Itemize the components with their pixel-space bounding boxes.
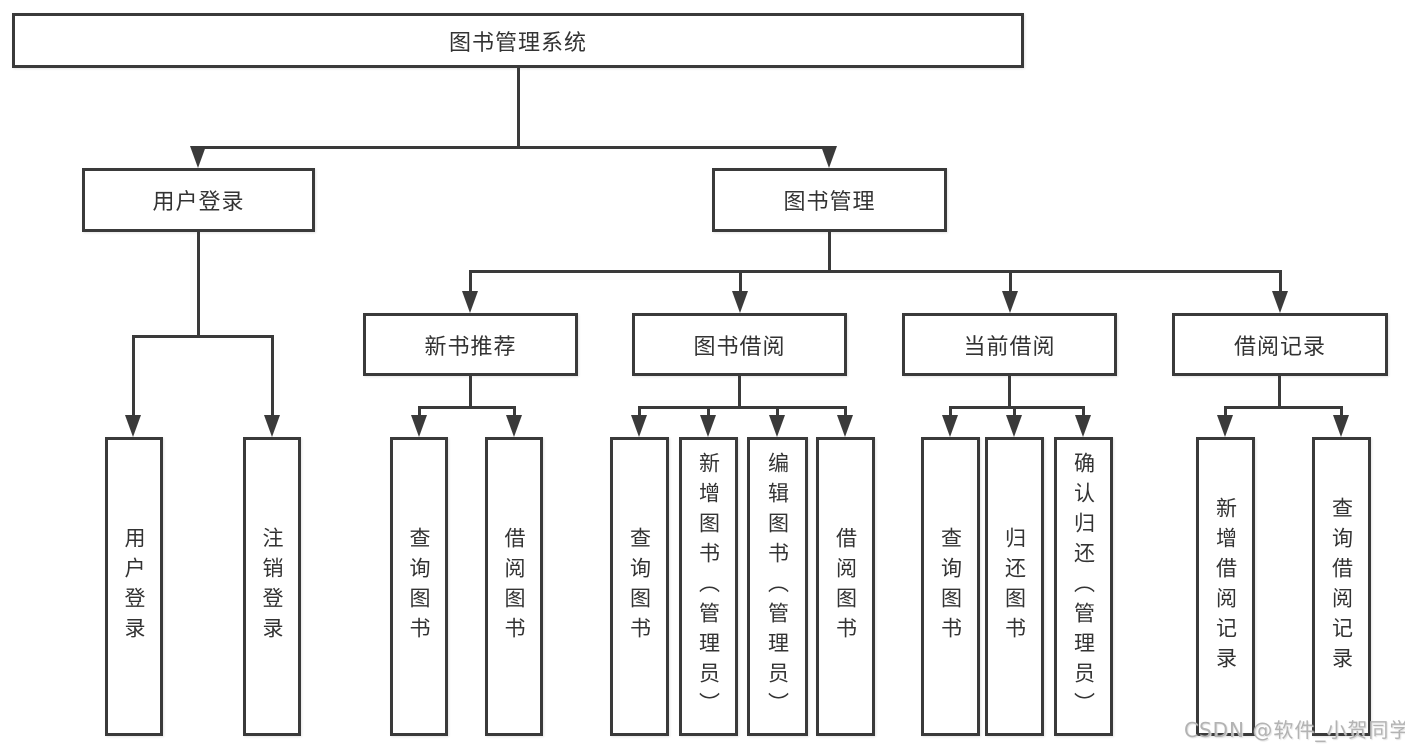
arrow-down-icon-book-borrowing xyxy=(732,291,748,313)
connector-new-book-shaft-2 xyxy=(513,406,516,417)
arrow-down-icon-book-management xyxy=(821,146,837,168)
node-user-login-label: 用户登录 xyxy=(152,190,245,215)
leaf-return-books: 归还图书 xyxy=(985,437,1044,736)
connector-borrowing-stem xyxy=(738,376,741,409)
arrow-down-icon-bb-borrow xyxy=(837,415,853,437)
leaf-query-books-recommend: 查询图书 xyxy=(390,437,448,736)
leaf-add-book-admin-label: 新增图书（管理员） xyxy=(696,451,721,722)
leaf-logout-label: 注销登录 xyxy=(260,526,284,647)
csdn-watermark: CSDN @软件_小贺同学 xyxy=(1184,718,1405,742)
node-current-borrowing: 当前借阅 xyxy=(902,313,1117,376)
connector-book-mgmt-shaft-4 xyxy=(1279,270,1282,293)
arrow-down-icon-bb-edit xyxy=(769,415,785,437)
leaf-borrow-books-borrowing: 借阅图书 xyxy=(816,437,875,736)
connector-current-bar xyxy=(949,406,1085,409)
leaf-query-borrow-record-label: 查询借阅记录 xyxy=(1329,496,1354,677)
connector-user-login-shaft-1 xyxy=(132,335,135,417)
connector-borrowing-shaft-3 xyxy=(776,406,779,417)
leaf-confirm-return-admin-label: 确认归还（管理员） xyxy=(1071,451,1096,722)
leaf-query-books-borrowing-label: 查询图书 xyxy=(627,526,652,647)
arrow-down-icon-rec-add xyxy=(1217,415,1233,437)
connector-root-bar xyxy=(197,146,831,149)
arrow-down-icon-bb-add xyxy=(700,415,716,437)
connector-book-mgmt-bar xyxy=(469,270,1282,273)
leaf-borrow-books-recommend: 借阅图书 xyxy=(485,437,543,736)
connector-records-shaft-2 xyxy=(1340,406,1343,417)
connector-new-book-bar xyxy=(418,406,516,409)
leaf-user-login: 用户登录 xyxy=(105,437,163,736)
leaf-query-books-recommend-label: 查询图书 xyxy=(407,526,431,647)
leaf-query-books-borrowing: 查询图书 xyxy=(610,437,669,736)
connector-current-shaft-3 xyxy=(1082,406,1085,417)
connector-borrowing-shaft-4 xyxy=(844,406,847,417)
arrow-down-icon-current-borrowing xyxy=(1002,291,1018,313)
connector-current-shaft-1 xyxy=(949,406,952,417)
connector-records-stem xyxy=(1278,376,1281,409)
connector-borrowing-shaft-1 xyxy=(638,406,641,417)
connector-book-mgmt-shaft-1 xyxy=(469,270,472,293)
leaf-add-borrow-record: 新增借阅记录 xyxy=(1196,437,1255,736)
connector-root-stem xyxy=(517,68,520,149)
node-book-borrowing: 图书借阅 xyxy=(632,313,847,376)
arrow-down-icon-cb-return xyxy=(1006,415,1022,437)
arrow-down-icon-bb-query xyxy=(631,415,647,437)
arrow-down-icon-new-book xyxy=(462,291,478,313)
node-borrowing-records: 借阅记录 xyxy=(1172,313,1388,376)
connector-new-book-stem xyxy=(469,376,472,409)
leaf-query-books-current: 查询图书 xyxy=(921,437,980,736)
node-root-label: 图书管理系统 xyxy=(448,30,587,56)
connector-current-shaft-2 xyxy=(1013,406,1016,417)
connector-records-shaft-1 xyxy=(1224,406,1227,417)
connector-new-book-shaft-1 xyxy=(418,406,421,417)
connector-borrowing-shaft-2 xyxy=(707,406,710,417)
leaf-borrow-books-borrowing-label: 借阅图书 xyxy=(833,526,858,647)
connector-user-login-shaft-2 xyxy=(271,335,274,417)
leaf-add-borrow-record-label: 新增借阅记录 xyxy=(1213,496,1238,677)
node-user-login: 用户登录 xyxy=(82,168,315,232)
leaf-user-login-label: 用户登录 xyxy=(122,526,146,647)
node-new-book-recommend: 新书推荐 xyxy=(363,313,578,376)
leaf-query-borrow-record: 查询借阅记录 xyxy=(1312,437,1371,736)
connector-book-mgmt-stem xyxy=(828,232,831,273)
node-book-management: 图书管理 xyxy=(712,168,947,232)
connector-user-login-stem xyxy=(197,232,200,338)
arrow-down-icon-user-login xyxy=(190,146,206,168)
arrow-down-icon-nb-borrow xyxy=(506,415,522,437)
arrow-down-icon-rec-query xyxy=(1333,415,1349,437)
leaf-edit-book-admin-label: 编辑图书（管理员） xyxy=(765,451,790,722)
node-root: 图书管理系统 xyxy=(12,13,1024,68)
leaf-logout: 注销登录 xyxy=(243,437,301,736)
leaf-query-books-current-label: 查询图书 xyxy=(938,526,963,647)
connector-user-login-bar xyxy=(132,335,274,338)
leaf-return-books-label: 归还图书 xyxy=(1002,526,1027,647)
connector-borrowing-bar xyxy=(638,406,847,409)
connector-current-stem xyxy=(1008,376,1011,409)
connector-records-bar xyxy=(1224,406,1343,409)
arrow-down-icon-nb-query xyxy=(411,415,427,437)
node-book-borrowing-label: 图书借阅 xyxy=(693,334,786,360)
arrow-down-icon-borrowing-records xyxy=(1272,291,1288,313)
leaf-edit-book-admin: 编辑图书（管理员） xyxy=(747,437,808,736)
leaf-confirm-return-admin: 确认归还（管理员） xyxy=(1054,437,1113,736)
node-borrowing-records-label: 借阅记录 xyxy=(1233,334,1326,360)
node-book-management-label: 图书管理 xyxy=(783,190,876,215)
arrow-down-icon-cb-query xyxy=(942,415,958,437)
node-new-book-recommend-label: 新书推荐 xyxy=(424,334,517,360)
leaf-borrow-books-recommend-label: 借阅图书 xyxy=(502,526,526,647)
node-current-borrowing-label: 当前借阅 xyxy=(963,334,1056,360)
connector-book-mgmt-shaft-3 xyxy=(1009,270,1012,293)
connector-book-mgmt-shaft-2 xyxy=(739,270,742,293)
leaf-add-book-admin: 新增图书（管理员） xyxy=(679,437,738,736)
arrow-down-icon-leaf-logout xyxy=(264,415,280,437)
arrow-down-icon-leaf-user-login xyxy=(125,415,141,437)
arrow-down-icon-cb-confirm xyxy=(1075,415,1091,437)
